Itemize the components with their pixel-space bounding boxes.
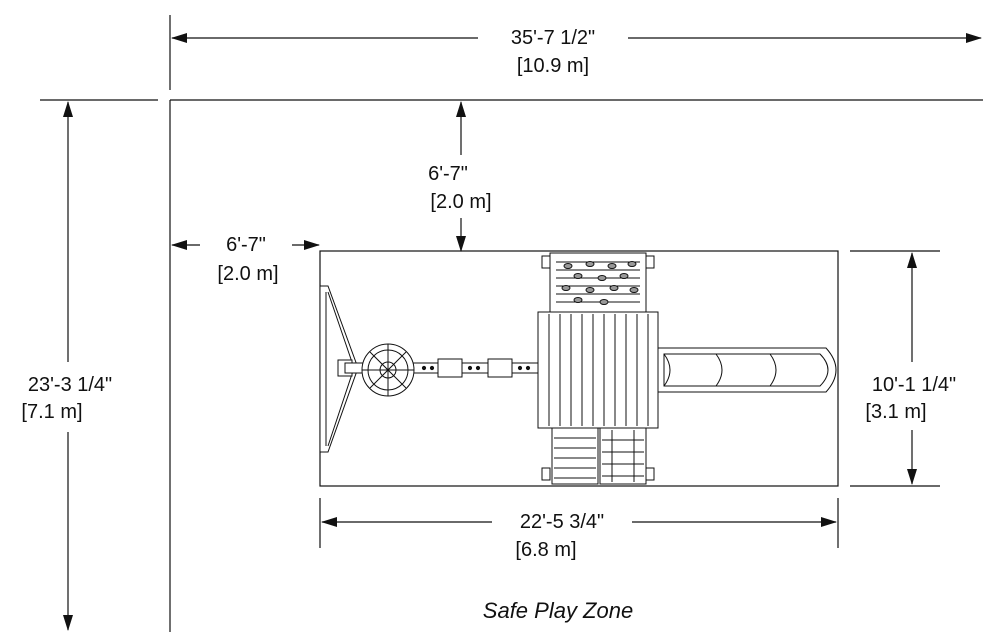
unit-width-dimension (319, 498, 839, 548)
top-clearance-metric: [2.0 m] (430, 191, 491, 213)
left-clearance-imperial: 6'-7" (226, 234, 266, 256)
tower-deck (537, 311, 659, 429)
overall-width-imperial: 35'-7 1/2" (511, 27, 595, 49)
playset-plan (319, 252, 837, 485)
overall-width-dimension (169, 15, 982, 90)
overall-depth-imperial: 23'-3 1/4" (28, 374, 112, 396)
ladder (551, 427, 599, 485)
overall-depth-metric: [7.1 m] (21, 401, 82, 423)
unit-depth-imperial: 10'-1 1/4" (872, 374, 956, 396)
unit-width-metric: [6.8 m] (515, 539, 576, 561)
top-clearance-imperial: 6'-7" (428, 163, 468, 185)
unit-depth-metric: [3.1 m] (865, 401, 926, 423)
overall-depth-dimension (40, 99, 158, 631)
unit-width-imperial: 22'-5 3/4" (520, 511, 604, 533)
left-clearance-metric: [2.0 m] (217, 263, 278, 285)
tire-swing (361, 343, 415, 397)
rock-wall (541, 252, 655, 314)
safe-play-zone-boundary (169, 99, 983, 632)
unit-depth-dimension (850, 250, 940, 487)
step-ramp (541, 427, 655, 485)
overall-width-metric: [10.9 m] (517, 55, 589, 77)
safe-play-zone-label: Safe Play Zone (483, 598, 633, 623)
tube-slide (657, 347, 837, 393)
